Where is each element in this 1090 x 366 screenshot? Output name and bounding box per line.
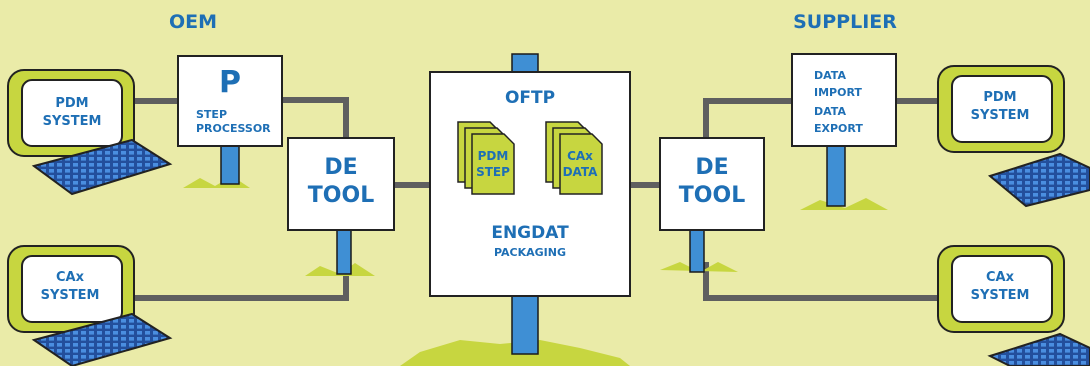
connector-cax-to-detool — [134, 262, 349, 301]
monitor-screen — [951, 75, 1053, 143]
step-label: STEP — [196, 108, 227, 121]
grass-tuft — [183, 176, 250, 188]
step-processor-sign: P STEP PROCESSOR — [177, 55, 283, 147]
sign-board — [659, 137, 765, 231]
monitor-screen — [21, 255, 123, 323]
processor-label: PROCESSOR — [196, 122, 271, 135]
doc-cax-label: CAx — [567, 149, 593, 163]
connector-step-to-detool — [282, 97, 349, 140]
grass — [183, 176, 888, 366]
post — [336, 227, 352, 275]
system-label: SYSTEM — [971, 288, 1030, 303]
post — [220, 141, 240, 185]
doc-pdm-label: PDM — [478, 149, 509, 163]
sign-board — [791, 53, 897, 147]
tool-label: TOOL — [679, 183, 745, 208]
supplier-de-tool-sign: DE TOOL — [659, 137, 765, 231]
oem-header: OEM — [169, 11, 217, 33]
cax-label: CAx — [56, 270, 85, 285]
supplier-cax-monitor: CAx SYSTEM — [937, 245, 1090, 366]
system-label: SYSTEM — [971, 108, 1030, 123]
data-import-export-sign: DATA IMPORT DATA EXPORT — [791, 53, 897, 147]
oftp-sign: OFTP PDM STEP CAx DATA ENGDAT PACKAGING — [429, 71, 631, 297]
grass-tuft — [800, 198, 888, 210]
post — [511, 293, 539, 355]
doc-data-label: DATA — [563, 165, 599, 179]
pdm-label: PDM — [55, 96, 88, 111]
oem-cax-monitor: CAx SYSTEM — [7, 245, 173, 366]
connector-detool-to-data — [703, 98, 792, 140]
doc-step-label: STEP — [476, 165, 510, 179]
engdat-label: ENGDAT — [491, 223, 569, 243]
post — [689, 227, 705, 273]
pdm-label: PDM — [983, 90, 1016, 105]
supplier-header: SUPPLIER — [793, 11, 897, 33]
system-label: SYSTEM — [43, 114, 102, 129]
packaging-label: PACKAGING — [494, 246, 566, 259]
tool-label: TOOL — [308, 183, 374, 208]
grass-tuft — [660, 262, 738, 272]
de-label: DE — [324, 155, 357, 180]
monitor-screen — [21, 79, 123, 147]
connectors — [134, 97, 938, 301]
keyboard-icon — [987, 332, 1090, 366]
import-label: IMPORT — [814, 86, 862, 99]
system-label: SYSTEM — [41, 288, 100, 303]
connector-detool-to-cax — [703, 262, 938, 301]
oftp-title: OFTP — [505, 88, 555, 108]
sign-board — [177, 55, 283, 147]
de-label: DE — [695, 155, 728, 180]
data-label: DATA — [814, 105, 846, 118]
keyboard-icon — [31, 312, 173, 366]
data-label: DATA — [814, 69, 846, 82]
cax-data-document-icon: CAx DATA — [545, 121, 603, 195]
grass-tuft — [305, 263, 375, 276]
export-label: EXPORT — [814, 122, 863, 135]
step-p-letter: P — [219, 65, 241, 100]
supplier-pdm-monitor: PDM SYSTEM — [937, 65, 1090, 208]
oem-de-tool-sign: DE TOOL — [287, 137, 395, 231]
cax-label: CAx — [986, 270, 1015, 285]
oem-pdm-monitor: PDM SYSTEM — [7, 69, 173, 196]
monitor-screen — [951, 255, 1053, 323]
keyboard-icon — [987, 152, 1090, 208]
posts — [220, 53, 846, 355]
sign-board — [287, 137, 395, 231]
pdm-step-document-icon: PDM STEP — [457, 121, 515, 195]
post — [826, 141, 846, 207]
keyboard-icon — [31, 138, 173, 196]
